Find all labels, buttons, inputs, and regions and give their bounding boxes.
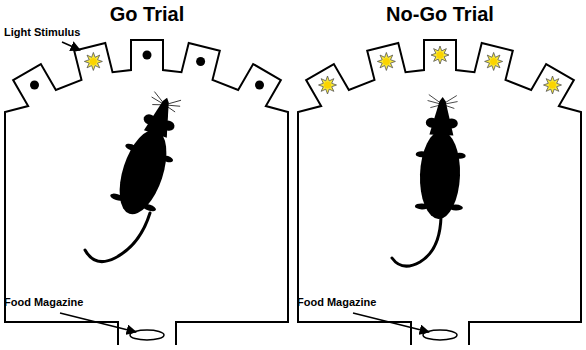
light-off (30, 81, 39, 90)
leader-line (60, 313, 136, 332)
light-core (490, 58, 497, 65)
light-on (485, 52, 503, 70)
part-label: Food Magazine (297, 296, 376, 309)
rat-tail (85, 213, 150, 262)
rat (106, 88, 192, 221)
light-off (196, 57, 205, 66)
rat (413, 94, 467, 220)
light-core (383, 58, 390, 65)
nogo-chamber (298, 40, 581, 345)
part-label: Food Magazine (4, 296, 83, 309)
go-chamber (5, 40, 288, 345)
light-core (90, 58, 97, 65)
light-core (549, 82, 556, 89)
panel-title: Go Trial (110, 2, 184, 26)
light-off (143, 51, 152, 60)
chamber-outline (5, 40, 288, 345)
light-on (544, 76, 562, 94)
light-on (319, 76, 337, 94)
part-label: Light Stimulus (4, 26, 80, 39)
light-core (324, 82, 331, 89)
light-off (255, 81, 264, 90)
chamber-outline (298, 40, 581, 345)
light-on (84, 52, 102, 70)
light-core (437, 52, 444, 59)
leader-line (62, 42, 80, 50)
leader-line (353, 313, 429, 332)
light-on (431, 46, 449, 64)
rat-tail (392, 217, 441, 266)
light-on (377, 52, 395, 70)
panel-title: No-Go Trial (386, 2, 494, 26)
